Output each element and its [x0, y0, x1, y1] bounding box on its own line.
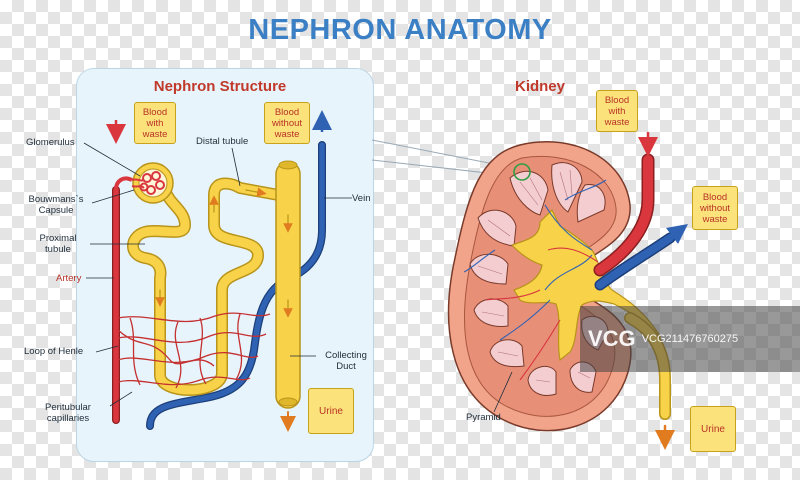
kidney-urine-tag: Urine	[690, 406, 736, 452]
bowmans-capsule	[132, 162, 174, 204]
peritubular-capillaries-label: Peritubular capillaries	[45, 402, 91, 424]
blood-with-waste-tag: Blood with waste	[134, 102, 176, 144]
watermark-logo: VCG	[588, 326, 636, 351]
nephron-structure-title: Nephron Structure	[153, 78, 287, 95]
vein-vessel	[146, 110, 332, 430]
artery-label: Artery	[56, 273, 82, 284]
collecting-duct-label: Collecting Duct	[325, 350, 367, 372]
kidney-title: Kidney	[514, 78, 565, 95]
bowmans-capsule-label: Bouwmans`s Capsule	[28, 194, 84, 216]
urine-tag: Urine	[308, 388, 354, 434]
kidney-organ	[447, 141, 661, 432]
peritubular-capillaries	[117, 312, 271, 389]
glomerulus-label: Glomerulus	[26, 137, 75, 148]
renal-vein-vessel	[594, 224, 688, 291]
page-title: NEPHRON ANATOMY	[248, 14, 552, 46]
blood-without-waste-tag: Blood without waste	[264, 102, 310, 144]
watermark-id: VCG211476760275	[641, 333, 739, 345]
loop-of-henle-label: Loop of Henle	[24, 346, 84, 357]
tubule-system	[127, 160, 301, 432]
pyramid-label: Pyramid	[466, 412, 501, 423]
kidney-blood-with-waste-tag: Blood with waste	[596, 90, 638, 132]
glomerulus	[131, 171, 165, 195]
proximal-tubule-label: Proximal tubule	[39, 233, 77, 255]
vein-label: Vein	[352, 193, 371, 204]
watermark: VCG VCG211476760275	[580, 306, 800, 372]
leader-lines	[83, 142, 352, 407]
artery-vessel	[106, 120, 133, 424]
renal-artery-vessel	[593, 131, 658, 277]
distal-tubule-label: Distal tubule	[196, 136, 249, 147]
kidney-blood-without-waste-tag: Blood without waste	[692, 186, 738, 230]
nephron-location-marker	[513, 163, 531, 181]
